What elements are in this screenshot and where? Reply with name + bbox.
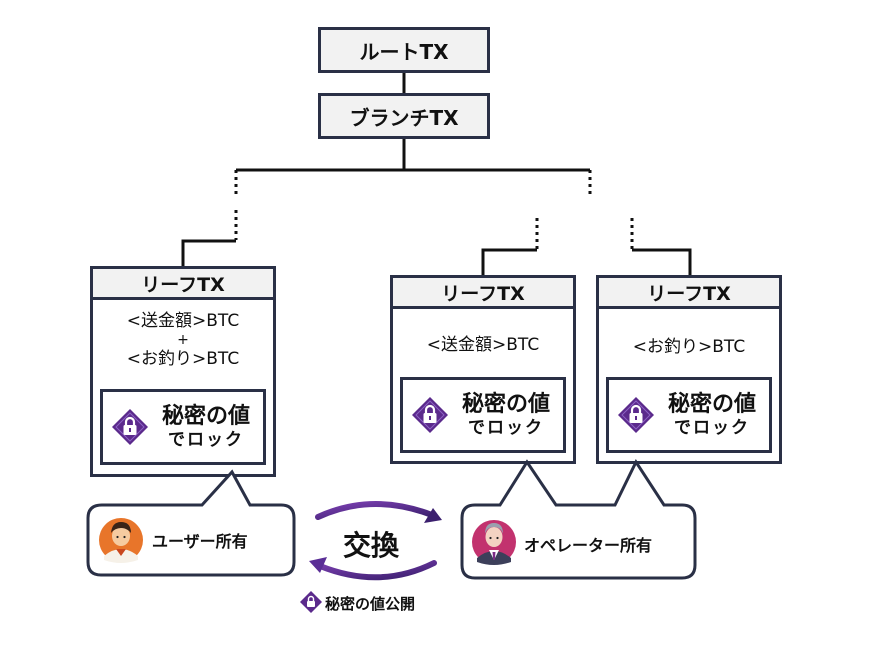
- operator-bubble: [460, 458, 697, 580]
- lock-text-locked: でロック: [468, 418, 544, 438]
- amount-send: <送金額>BTC: [426, 335, 540, 355]
- exchange-arrows-icon: [309, 501, 442, 581]
- leaf-tx-user: リーフTX <送金額>BTC + <お釣り>BTC 秘密の値 でロック: [90, 266, 276, 477]
- user-avatar-icon: [99, 518, 143, 563]
- amount-send: <送金額>BTC: [126, 311, 240, 331]
- lock-icon: [412, 397, 448, 433]
- secret-lock-box: 秘密の値 でロック: [100, 389, 266, 465]
- secret-lock-box: 秘密の値 でロック: [606, 377, 772, 453]
- lock-icon: [618, 397, 654, 433]
- exchange-label: 交換: [343, 529, 400, 562]
- lock-text-secret: 秘密の値: [461, 392, 550, 417]
- leaf-amounts: <送金額>BTC + <お釣り>BTC: [93, 300, 273, 371]
- leaf-tx-change: リーフTX <お釣り>BTC 秘密の値 でロック: [596, 275, 782, 464]
- leaf-header: リーフTX: [599, 278, 779, 309]
- leaf-tx-send: リーフTX <送金額>BTC 秘密の値 でロック: [390, 275, 576, 464]
- lock-text-secret: 秘密の値: [667, 392, 756, 417]
- lock-text-locked: でロック: [674, 418, 750, 438]
- root-tx-label: ルートTX: [359, 39, 449, 64]
- branch-tx-box: ブランチTX: [318, 93, 490, 139]
- leaf-header: リーフTX: [93, 269, 273, 300]
- operator-avatar-icon: [472, 520, 516, 565]
- lock-text-locked: でロック: [168, 430, 244, 450]
- leaf-amounts: <お釣り>BTC: [599, 309, 779, 359]
- amount-change: <お釣り>BTC: [126, 349, 240, 369]
- leaf-amounts: <送金額>BTC: [393, 309, 573, 357]
- lock-text-secret: 秘密の値: [161, 404, 250, 429]
- plus-sign: +: [177, 332, 189, 348]
- reveal-secret-label: 秘密の値公開: [325, 595, 416, 613]
- branch-tx-label: ブランチTX: [349, 105, 459, 130]
- lock-icon: [112, 409, 148, 445]
- leaf-header: リーフTX: [393, 278, 573, 309]
- user-owned-label: ユーザー所有: [152, 532, 248, 551]
- root-tx-box: ルートTX: [318, 27, 490, 73]
- amount-change: <お釣り>BTC: [632, 337, 746, 357]
- reveal-lock-icon: [300, 591, 322, 613]
- secret-lock-box: 秘密の値 でロック: [400, 377, 566, 453]
- operator-owned-label: オペレーター所有: [524, 536, 653, 555]
